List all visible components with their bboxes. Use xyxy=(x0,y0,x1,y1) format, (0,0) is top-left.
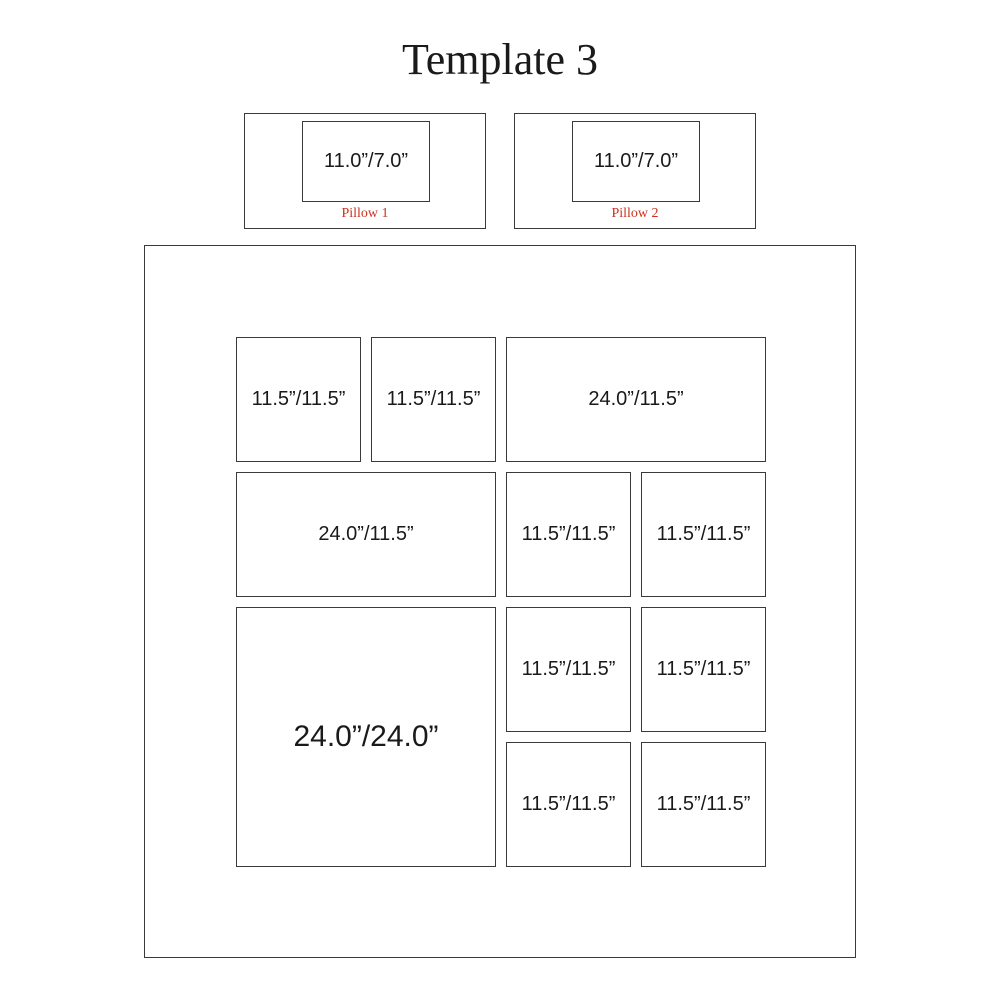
quilt-block: 11.5”/11.5” xyxy=(506,607,631,732)
quilt-block: 11.5”/11.5” xyxy=(236,337,361,462)
quilt-block: 11.5”/11.5” xyxy=(641,607,766,732)
quilt-block: 11.5”/11.5” xyxy=(506,472,631,597)
pillow-1-panel: 11.0”/7.0” Pillow 1 xyxy=(244,113,486,229)
pillow-2-block: 11.0”/7.0” xyxy=(572,121,700,202)
quilt-block: 11.5”/11.5” xyxy=(506,742,631,867)
quilt-block: 11.5”/11.5” xyxy=(641,472,766,597)
quilt-block: 11.5”/11.5” xyxy=(641,742,766,867)
pillow-1-block: 11.0”/7.0” xyxy=(302,121,430,202)
quilt-block-large: 24.0”/24.0” xyxy=(236,607,496,867)
page-title: Template 3 xyxy=(401,35,599,84)
quilt-block: 24.0”/11.5” xyxy=(506,337,766,462)
pillow-1-label: Pillow 1 xyxy=(341,206,389,221)
quilt-panel: 11.5”/11.5” 11.5”/11.5” 24.0”/11.5” 24.0… xyxy=(144,245,856,958)
pillow-2-panel: 11.0”/7.0” Pillow 2 xyxy=(514,113,756,229)
quilt-block: 11.5”/11.5” xyxy=(371,337,496,462)
quilt-block: 24.0”/11.5” xyxy=(236,472,496,597)
pillow-2-label: Pillow 2 xyxy=(611,206,659,221)
